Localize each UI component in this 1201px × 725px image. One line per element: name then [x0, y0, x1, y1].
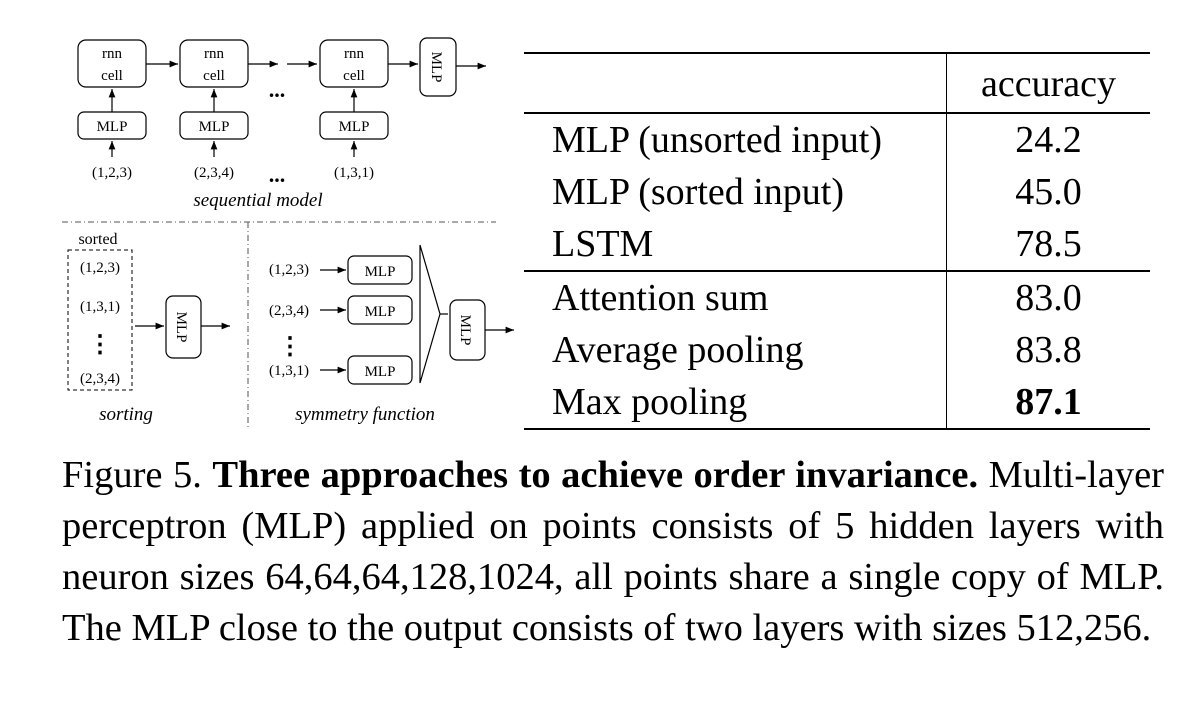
sorted-item: (2,3,4) [80, 371, 120, 387]
accuracy-value: 78.5 [946, 218, 1150, 271]
order-invariance-diagram: rnn cell rnn cell rnn cell ... MLP MLP [62, 37, 514, 430]
accuracy-value: 83.0 [946, 270, 1150, 324]
sorted-list-box [67, 249, 133, 391]
mlp-label: MLP [199, 119, 230, 135]
mlp-label: MLP [365, 364, 396, 380]
mlp-label: MLP [457, 315, 473, 346]
aggregation-symbol [419, 244, 441, 384]
ellipsis: ... [269, 77, 286, 102]
figure-caption-body: Multi-layer perceptron (MLP) applied on … [62, 454, 1164, 649]
best-accuracy-value: 87.1 [946, 376, 1150, 430]
table-row: Max pooling 87.1 [524, 376, 1150, 430]
accuracy-value: 45.0 [946, 166, 1150, 218]
input-point: (1,3,1) [334, 165, 374, 181]
rnn-cell-2: rnn cell [179, 39, 249, 88]
mlp-box-2: MLP [179, 111, 249, 140]
input-point: (2,3,4) [269, 303, 309, 319]
sequential-model-caption: sequential model [193, 190, 322, 211]
method-name: Max pooling [524, 376, 947, 430]
mlp-label: MLP [365, 304, 396, 320]
input-point: (1,3,1) [269, 363, 309, 379]
accuracy-value: 24.2 [946, 112, 1150, 166]
final-mlp-box: MLP [419, 37, 457, 97]
ellipsis: ... [269, 162, 286, 187]
rnn-cell-3: rnn cell [319, 39, 389, 88]
mlp-label: MLP [97, 119, 128, 135]
symmetry-function-caption: symmetry function [295, 404, 435, 425]
mlp-label: MLP [428, 52, 444, 83]
table-header-empty [524, 52, 947, 113]
figure-caption: Figure 5. Three approaches to achieve or… [62, 450, 1164, 654]
sorting-approach: sorted (1,2,3) (1,3,1) ⋮ (2,3,4) MLP sor… [67, 231, 230, 425]
rnn-cell-label-line1: rnn [102, 46, 122, 62]
symmetry-mlp-box-3: MLP [347, 355, 413, 385]
method-name: MLP (unsorted input) [524, 112, 947, 166]
mlp-label: MLP [365, 264, 396, 280]
rnn-cell-label-line2: cell [101, 68, 123, 84]
rnn-cell-label-line1: rnn [344, 46, 364, 62]
sorted-item: (1,3,1) [80, 299, 120, 315]
accuracy-table: accuracy MLP (unsorted input) 24.2 MLP (… [524, 52, 1150, 430]
symmetry-final-mlp-box: MLP [449, 299, 486, 361]
accuracy-header: accuracy [946, 52, 1150, 113]
input-point: (1,2,3) [92, 165, 132, 181]
method-name: Average pooling [552, 329, 804, 371]
table-row: Attention sum 83.0 [524, 270, 1150, 324]
symmetry-mlp-box-1: MLP [347, 255, 413, 285]
rnn-cell-label-line2: cell [203, 68, 225, 84]
mlp-label: MLP [173, 312, 189, 343]
symmetry-mlp-box-2: MLP [347, 295, 413, 325]
method-name: MLP (sorted input) [552, 171, 845, 213]
table-row: MLP (unsorted input) 24.2 [524, 112, 1150, 166]
table-row: Average pooling 83.8 [524, 324, 1150, 376]
vertical-ellipsis: ⋮ [278, 334, 302, 360]
mlp-box-1: MLP [77, 111, 147, 140]
rnn-cell-label-line2: cell [343, 68, 365, 84]
symmetry-function-approach: (1,2,3) (2,3,4) ⋮ (1,3,1) MLP MLP MLP ML… [269, 244, 514, 425]
input-point: (1,2,3) [269, 262, 309, 278]
table-row: MLP (sorted input) 45.0 [524, 166, 1150, 218]
figure-title: Three approaches to achieve order invari… [212, 454, 979, 496]
sorting-mlp-box: MLP [165, 295, 202, 359]
sorted-header: sorted [78, 231, 117, 248]
vertical-ellipsis: ⋮ [88, 332, 112, 358]
sorted-item: (1,2,3) [80, 260, 120, 276]
rnn-cell-label-line1: rnn [204, 46, 224, 62]
sequential-model: rnn cell rnn cell rnn cell ... MLP MLP [77, 37, 486, 211]
sorting-caption: sorting [99, 404, 153, 425]
mlp-box-3: MLP [319, 111, 389, 140]
figure-label: Figure 5. [62, 454, 213, 496]
mlp-label: MLP [339, 119, 370, 135]
table-header-row: accuracy [524, 52, 1150, 113]
table-row: LSTM 78.5 [524, 218, 1150, 271]
accuracy-value: 83.8 [946, 324, 1150, 376]
rnn-cell-1: rnn cell [77, 39, 147, 88]
input-point: (2,3,4) [194, 165, 234, 181]
method-name: LSTM [552, 223, 654, 265]
method-name: Attention sum [524, 270, 947, 324]
